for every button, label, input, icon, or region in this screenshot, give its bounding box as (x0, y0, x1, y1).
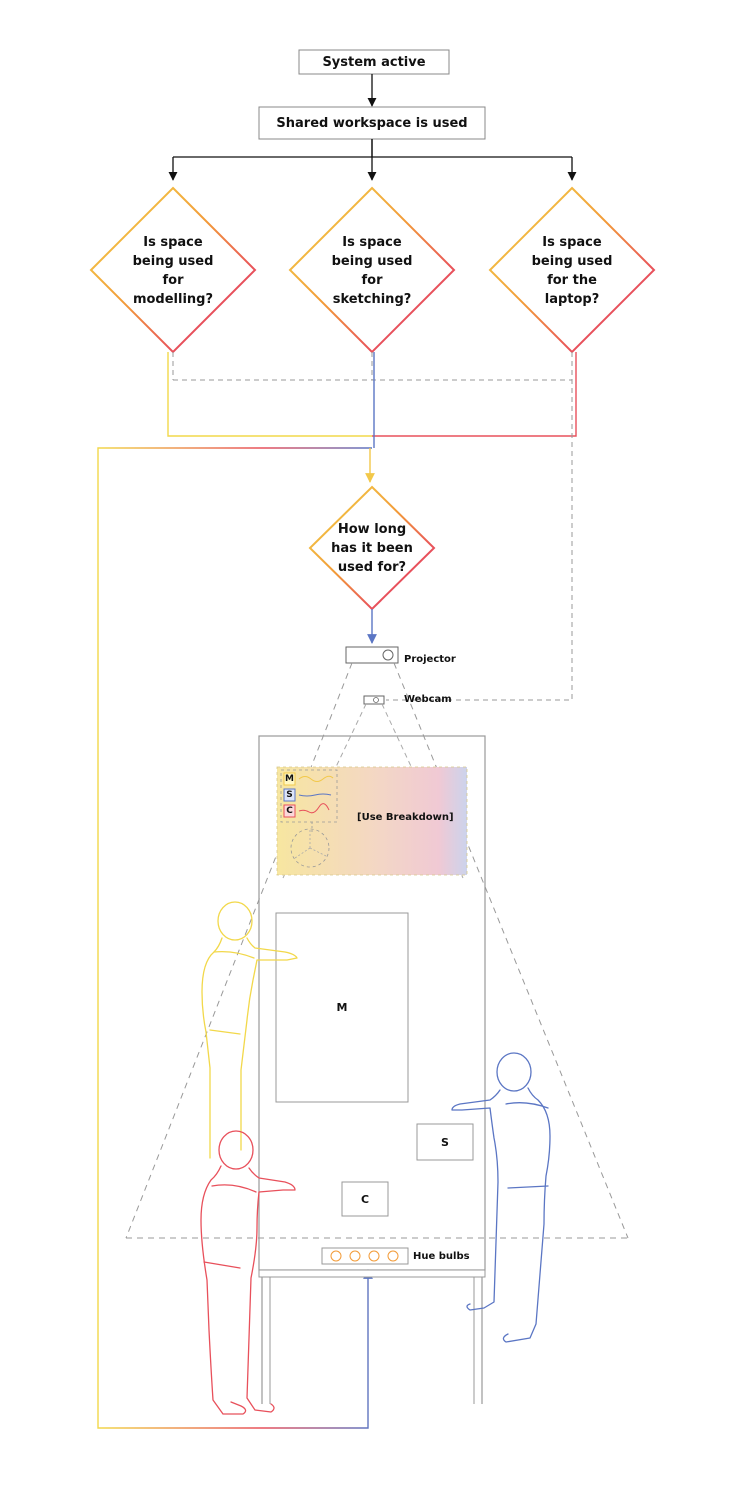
webcam-label: Webcam (404, 694, 452, 705)
laptop-zone (341, 1181, 389, 1217)
webcam-cone-dashed (381, 703, 464, 879)
sketching-zone-label: S (441, 1135, 449, 1149)
start-label: System active (322, 54, 426, 70)
use-breakdown-label: [Use Breakdown] (357, 812, 454, 823)
hue-bulb-icon (349, 1250, 361, 1262)
legend-letter-sketching: S (286, 790, 293, 800)
legend-swatch-modelling (283, 772, 296, 786)
use-breakdown-panel (276, 766, 468, 876)
webcam-lens-icon (373, 697, 379, 703)
step-box (258, 106, 486, 140)
hue-bulb-icon (368, 1250, 380, 1262)
hue-bulbs-label: Hue bulbs (413, 1251, 470, 1262)
legend-swatch-laptop (283, 804, 296, 818)
step-label: Shared workspace is used (276, 115, 468, 131)
legend-sparkline-sketching (298, 793, 332, 797)
laptop-yes-path (372, 352, 577, 437)
legend-sparkline-laptop (298, 803, 330, 814)
duration-label: How long has it been used for? (331, 521, 413, 575)
hue-bulb-icon (330, 1250, 342, 1262)
modelling-zone-label: M (336, 1001, 348, 1014)
hue-bulb-icon (387, 1250, 399, 1262)
projector-cone-dashed (125, 662, 353, 1239)
hue-bulbs-strip (321, 1247, 409, 1265)
laptop-webcam-dashed-path (386, 352, 573, 701)
person-laptop-icon (200, 1130, 296, 1415)
legend-letter-laptop: C (286, 806, 293, 816)
sketching-zone (416, 1123, 474, 1161)
projector-lens-icon (382, 649, 394, 661)
decision-label-modelling: Is space being used for modelling? (132, 235, 214, 307)
projector-label: Projector (404, 654, 456, 665)
start-box (298, 49, 450, 75)
usage-pie-icon (290, 828, 330, 868)
table-top (258, 1269, 486, 1278)
legend-swatch-sketching (283, 788, 296, 802)
laptop-zone-label: C (360, 1192, 370, 1206)
legend-letter-modelling: M (285, 774, 294, 784)
modelling-yes-path (167, 352, 372, 437)
legend-sparkline-modelling (298, 775, 334, 782)
decision-label-laptop: Is space being used for the laptop? (531, 235, 613, 307)
modelling-zone (275, 912, 409, 1103)
decision-label-sketching: Is space being used for sketching? (331, 235, 413, 307)
feedback-loop-path (97, 447, 373, 1429)
usage-pie-segments (294, 829, 327, 859)
person-sketching-icon (451, 1052, 551, 1343)
projector-cone-dashed (393, 662, 629, 1239)
person-modelling-icon (201, 901, 298, 1159)
